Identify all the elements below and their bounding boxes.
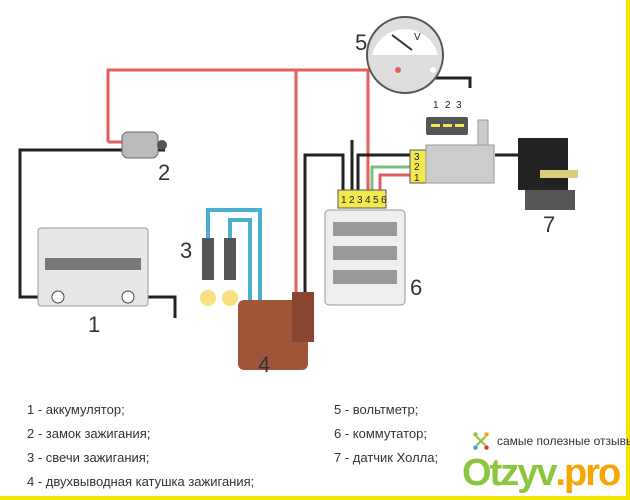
brand-suffix: .pro [555, 452, 621, 494]
pin-label: 2 [445, 100, 451, 111]
label-ignition-lock: 2 [158, 160, 170, 185]
brand-main: Otzyv [462, 452, 557, 494]
battery [37, 227, 149, 307]
pin-label: 3 [357, 195, 363, 206]
hall-sensor [518, 138, 578, 210]
label-voltmeter: 5 [355, 30, 367, 55]
ignition-wiring-diagram: V 1 2 3 4 5 6 1 2 3 3 2 1 1 2 3 4 5 6 [18, 16, 578, 377]
pin-label: 1 [414, 173, 420, 184]
pin-label: 6 [381, 195, 387, 206]
label-battery: 1 [88, 312, 100, 337]
label-commutator: 6 [410, 275, 422, 300]
legend-item: 4 - двухвыводная катушка зажигания; [27, 474, 255, 489]
legend-item: 7 - датчик Холла; [334, 450, 439, 465]
label-coil: 4 [258, 352, 270, 377]
voltmeter: V [366, 16, 444, 94]
label-spark-plugs: 3 [180, 238, 192, 263]
red-wires [106, 68, 460, 300]
pin-label: 1 [433, 100, 439, 111]
legend-item: 5 - вольтметр; [334, 402, 419, 417]
sensor-connector: 1 2 3 3 2 1 [409, 100, 495, 184]
voltmeter-unit: V [414, 32, 421, 43]
pin-label: 3 [414, 152, 420, 163]
watermark-tagline: самые полезные отзывы [497, 434, 630, 448]
pin-label: 1 [341, 195, 347, 206]
spark-plugs [200, 238, 238, 306]
ignition-lock [121, 131, 167, 159]
watermark-brand: Otzyv.pro [462, 452, 621, 494]
legend-item: 2 - замок зажигания; [27, 426, 151, 441]
commutator [324, 209, 406, 306]
commutator-pins: 1 2 3 4 5 6 [337, 189, 387, 209]
pin-label: 2 [414, 162, 420, 173]
pin-label: 5 [373, 195, 379, 206]
ignition-coil [238, 292, 314, 370]
pin-label: 3 [456, 100, 462, 111]
high-voltage-wires [206, 208, 262, 300]
legend-item: 6 - коммутатор; [334, 426, 427, 441]
pin-label: 4 [365, 195, 371, 206]
pin-label: 2 [349, 195, 355, 206]
label-hall-sensor: 7 [543, 212, 555, 237]
legend-item: 3 - свечи зажигания; [27, 450, 150, 465]
watermark-logo-icon [473, 432, 489, 450]
legend-item: 1 - аккумулятор; [27, 402, 125, 417]
